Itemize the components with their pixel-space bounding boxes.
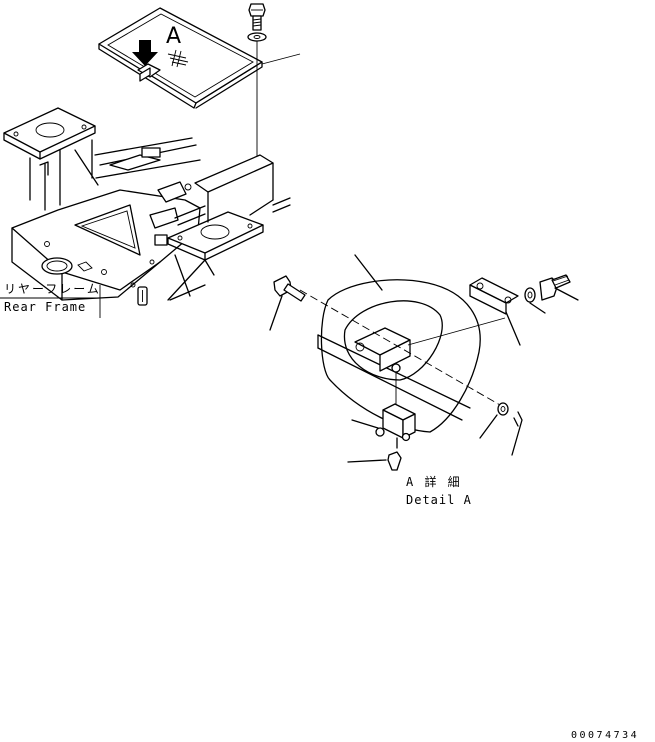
view-arrow-icon (132, 40, 158, 66)
view-marker-label: A (166, 24, 182, 49)
detail-a-view (269, 254, 579, 471)
leader-line-cover (261, 53, 301, 65)
rear-frame-label-jp: リヤーフレーム (4, 282, 101, 296)
cover-plate (98, 7, 263, 109)
detail-label-jp: A 詳 細 (406, 475, 462, 489)
detail-label-en: Detail A (406, 493, 472, 507)
rear-frame (3, 107, 291, 306)
top-bolt (247, 3, 267, 42)
rear-frame-label-en: Rear Frame (4, 300, 87, 314)
document-number: 00074734 (571, 730, 640, 741)
